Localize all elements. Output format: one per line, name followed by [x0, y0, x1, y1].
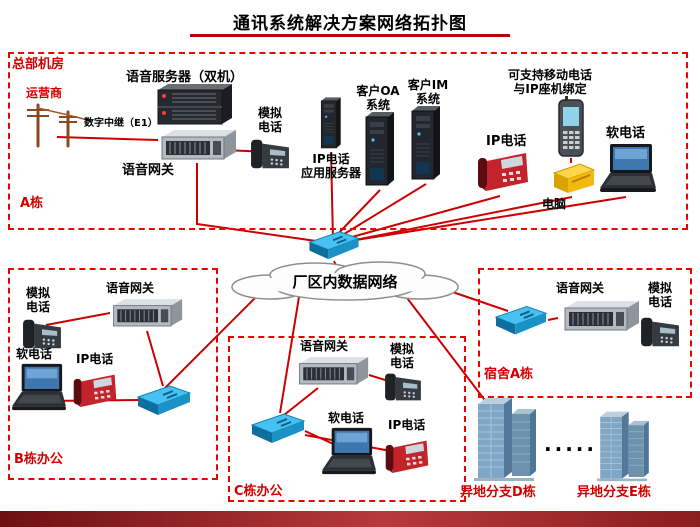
im-server-icon: [408, 104, 444, 182]
bottom-bar: [0, 511, 700, 527]
title-underline: [190, 34, 510, 37]
hq-voice-gateway-icon: [156, 127, 238, 163]
b-ip-phone-label: IP电话: [76, 352, 114, 366]
c-voice-gateway-label: 语音网关: [300, 339, 349, 353]
hq-voice-gateway-label: 语音网关: [122, 163, 175, 178]
dorm-switch-icon: [494, 302, 548, 338]
voice-server-icon: [152, 82, 234, 126]
hq-analog-phone-icon: [248, 136, 292, 172]
telephone-poles-icon: [22, 100, 92, 148]
carrier-label: 运营商: [26, 86, 63, 100]
b-region-label: B栋办公: [14, 452, 63, 467]
data-network-cloud-label: 厂区内数据网络: [292, 273, 398, 291]
im-system-label: 客户IM 系统: [407, 78, 449, 107]
c-switch-icon: [250, 410, 306, 446]
dorm-voice-gateway-icon: [556, 298, 644, 334]
oa-system-label: 客户OA 系统: [356, 84, 400, 113]
branch-e-building-icon: [590, 410, 654, 482]
c-analog-phone-label: 模拟 电话: [389, 342, 414, 371]
hq-region-label: 总部机房: [12, 57, 65, 72]
voice-server-label: 语音服务器（双机）: [126, 70, 244, 85]
region-box-building-c: [228, 336, 466, 502]
dorm-analog-phone-icon: [638, 314, 682, 350]
dorm-voice-gateway-label: 语音网关: [556, 281, 605, 295]
branch-d-building-icon: [466, 396, 542, 482]
dorm-analog-phone-label: 模拟 电话: [647, 281, 672, 310]
region-box-dorm-a: [478, 268, 692, 398]
c-softphone-label: 软电话: [328, 411, 365, 425]
branch-ellipsis: ·····: [544, 437, 597, 461]
c-region-label: C栋办公: [234, 484, 283, 499]
pc-label: 电脑: [542, 197, 567, 211]
hq-ip-phone-icon: [476, 148, 530, 194]
pc-icon: [550, 160, 596, 196]
c-ip-phone-label: IP电话: [388, 418, 426, 432]
b-switch-icon: [136, 382, 192, 418]
core-switch-icon: [306, 228, 362, 262]
page-title: 通讯系统解决方案网络拓扑图: [233, 14, 467, 34]
c-ip-phone-icon: [384, 434, 430, 478]
mobile-binding-note: 可支持移动电话 与IP座机绑定: [507, 68, 592, 97]
b-voice-gateway-icon: [108, 296, 184, 330]
c-analog-phone-icon: [382, 370, 424, 404]
hq-softphone-label: 软电话: [606, 126, 646, 141]
b-ip-phone-icon: [72, 368, 118, 412]
c-softphone-laptop-icon: [318, 426, 380, 478]
region-box-building-b: [8, 268, 218, 480]
region-box-headquarters: [8, 52, 688, 230]
ip-app-server-label: IP电话 应用服务器: [300, 152, 361, 181]
hq-ip-phone-label: IP电话: [486, 134, 527, 149]
branch-d-label: 异地分支D栋: [460, 485, 536, 500]
b-softphone-laptop-icon: [8, 362, 70, 414]
hq-softphone-laptop-icon: [596, 142, 660, 196]
branch-e-label: 异地分支E栋: [577, 485, 651, 500]
mobile-phone-icon: [554, 96, 588, 158]
hq-building-label: A栋: [20, 196, 44, 211]
b-analog-phone-label: 模拟 电话: [25, 286, 50, 315]
b-voice-gateway-label: 语音网关: [106, 281, 155, 295]
ip-app-server-icon: [314, 96, 348, 150]
hq-analog-phone-label: 模拟 电话: [257, 106, 282, 135]
dorm-region-label: 宿舍A栋: [484, 367, 534, 382]
digital-trunk-label: 数字中继（E1）: [84, 118, 158, 129]
b-softphone-label: 软电话: [16, 347, 53, 361]
c-voice-gateway-icon: [294, 354, 370, 388]
